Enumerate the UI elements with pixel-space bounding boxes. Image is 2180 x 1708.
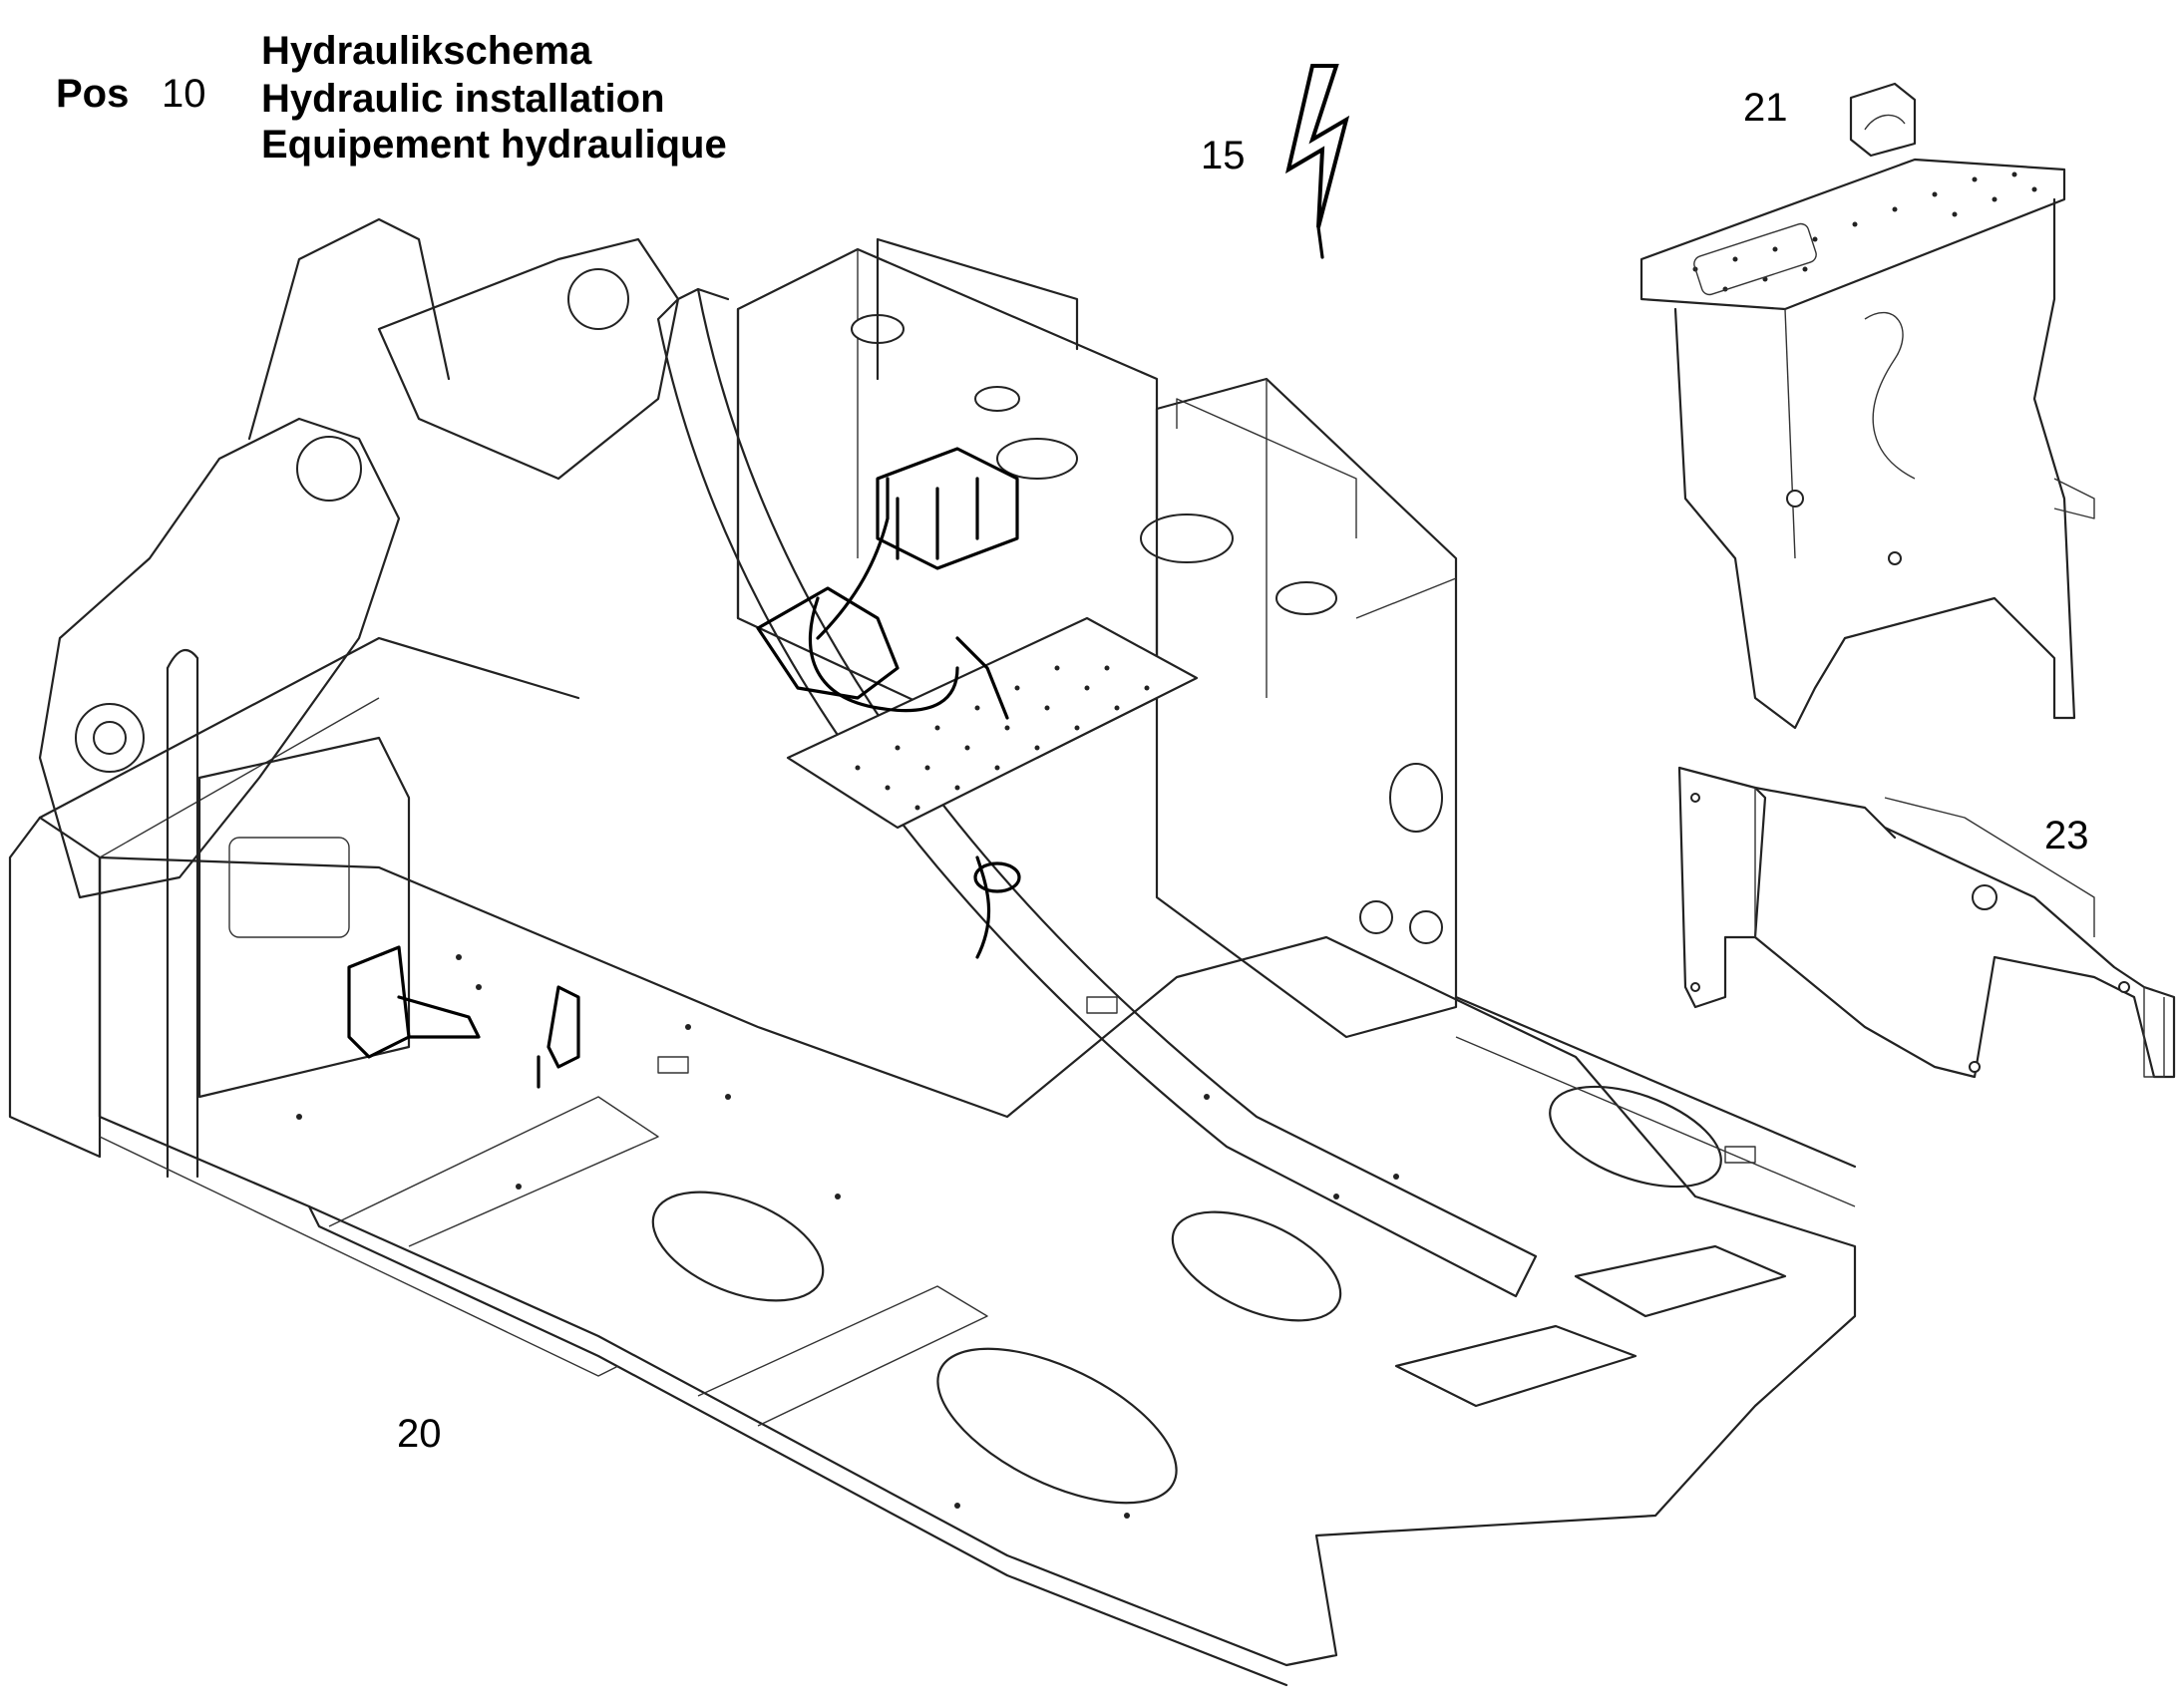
lightning-bolt-icon[interactable]: [1285, 64, 1350, 259]
cab-support-bracket[interactable]: [1639, 82, 2095, 730]
callout-15[interactable]: 15: [1201, 134, 1246, 177]
callout-20[interactable]: 20: [397, 1412, 442, 1456]
pos-number: 10: [162, 72, 206, 116]
pos-label: Pos: [56, 72, 130, 116]
title-german: Hydraulikschema: [261, 29, 592, 73]
main-frame-assembly[interactable]: [8, 217, 1857, 1687]
callout-21[interactable]: 21: [1743, 86, 1788, 130]
title-english: Hydraulic installation: [261, 77, 665, 121]
title-french: Equipement hydraulique: [261, 123, 727, 167]
callout-23[interactable]: 23: [2044, 814, 2089, 857]
protective-cover-plate[interactable]: [1677, 766, 2176, 1079]
